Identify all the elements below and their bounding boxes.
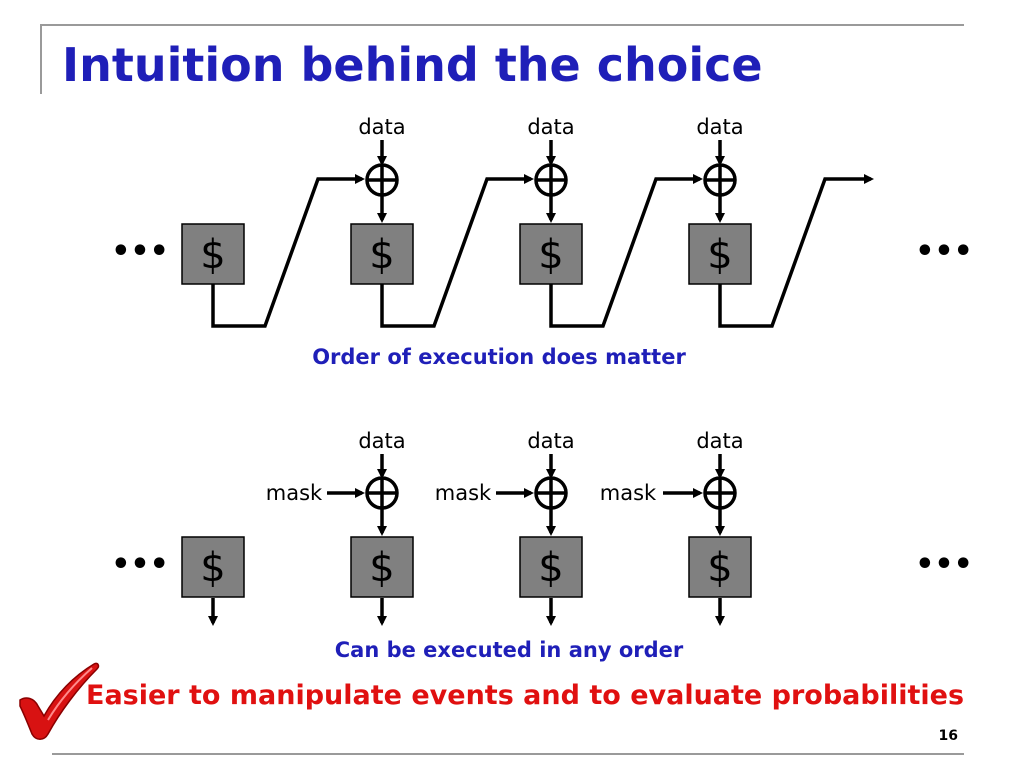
frame-top-rule bbox=[40, 24, 964, 26]
bottom-cell-3: $ bbox=[519, 536, 583, 598]
slide-title: Intuition behind the choice bbox=[62, 38, 763, 92]
chain-connector bbox=[549, 174, 703, 328]
bottom-cell-1: $ bbox=[181, 536, 245, 598]
right-ellipsis: ••• bbox=[915, 547, 973, 582]
dollar-symbol: $ bbox=[200, 232, 225, 278]
top-diagram: ••• ••• $ $ $ $ data data data bbox=[111, 115, 973, 369]
chain-connector bbox=[211, 174, 365, 328]
dollar-symbol: $ bbox=[369, 545, 394, 591]
mask-label: mask bbox=[435, 481, 492, 505]
dollar-symbol: $ bbox=[707, 232, 732, 278]
left-ellipsis: ••• bbox=[111, 547, 169, 582]
data-label: data bbox=[696, 115, 743, 139]
dollar-symbol: $ bbox=[369, 232, 394, 278]
mask-label: mask bbox=[600, 481, 657, 505]
data-label: data bbox=[358, 429, 405, 453]
top-cell-2: $ bbox=[350, 223, 414, 285]
data-label: data bbox=[696, 429, 743, 453]
bottom-caption: Can be executed in any order bbox=[335, 638, 684, 662]
dollar-symbol: $ bbox=[200, 545, 225, 591]
dollar-symbol: $ bbox=[538, 545, 563, 591]
dollar-symbol: $ bbox=[707, 545, 732, 591]
top-cell-4: $ bbox=[688, 223, 752, 285]
left-ellipsis: ••• bbox=[111, 234, 169, 269]
data-label: data bbox=[358, 115, 405, 139]
bottom-diagram: ••• ••• $ $ $ $ data data data mask mask… bbox=[111, 429, 973, 662]
frame-left-rule bbox=[40, 24, 42, 94]
bottom-cell-2: $ bbox=[350, 536, 414, 598]
conclusion-text: Easier to manipulate events and to evalu… bbox=[86, 680, 965, 711]
chain-connector bbox=[718, 174, 874, 328]
xor-icon bbox=[365, 476, 399, 510]
xor-icon bbox=[534, 163, 568, 197]
bottom-cell-4: $ bbox=[688, 536, 752, 598]
page-number: 16 bbox=[938, 728, 958, 744]
xor-icon bbox=[534, 476, 568, 510]
right-ellipsis: ••• bbox=[915, 234, 973, 269]
data-label: data bbox=[527, 115, 574, 139]
dollar-symbol: $ bbox=[538, 232, 563, 278]
data-label: data bbox=[527, 429, 574, 453]
frame-bottom-rule bbox=[52, 753, 964, 755]
top-cell-3: $ bbox=[519, 223, 583, 285]
chain-connector bbox=[380, 174, 534, 328]
xor-icon bbox=[703, 476, 737, 510]
mask-label: mask bbox=[266, 481, 323, 505]
top-caption: Order of execution does matter bbox=[312, 345, 686, 369]
xor-icon bbox=[365, 163, 399, 197]
top-cell-1: $ bbox=[181, 223, 245, 285]
red-checkmark-icon bbox=[19, 662, 100, 740]
xor-icon bbox=[703, 163, 737, 197]
